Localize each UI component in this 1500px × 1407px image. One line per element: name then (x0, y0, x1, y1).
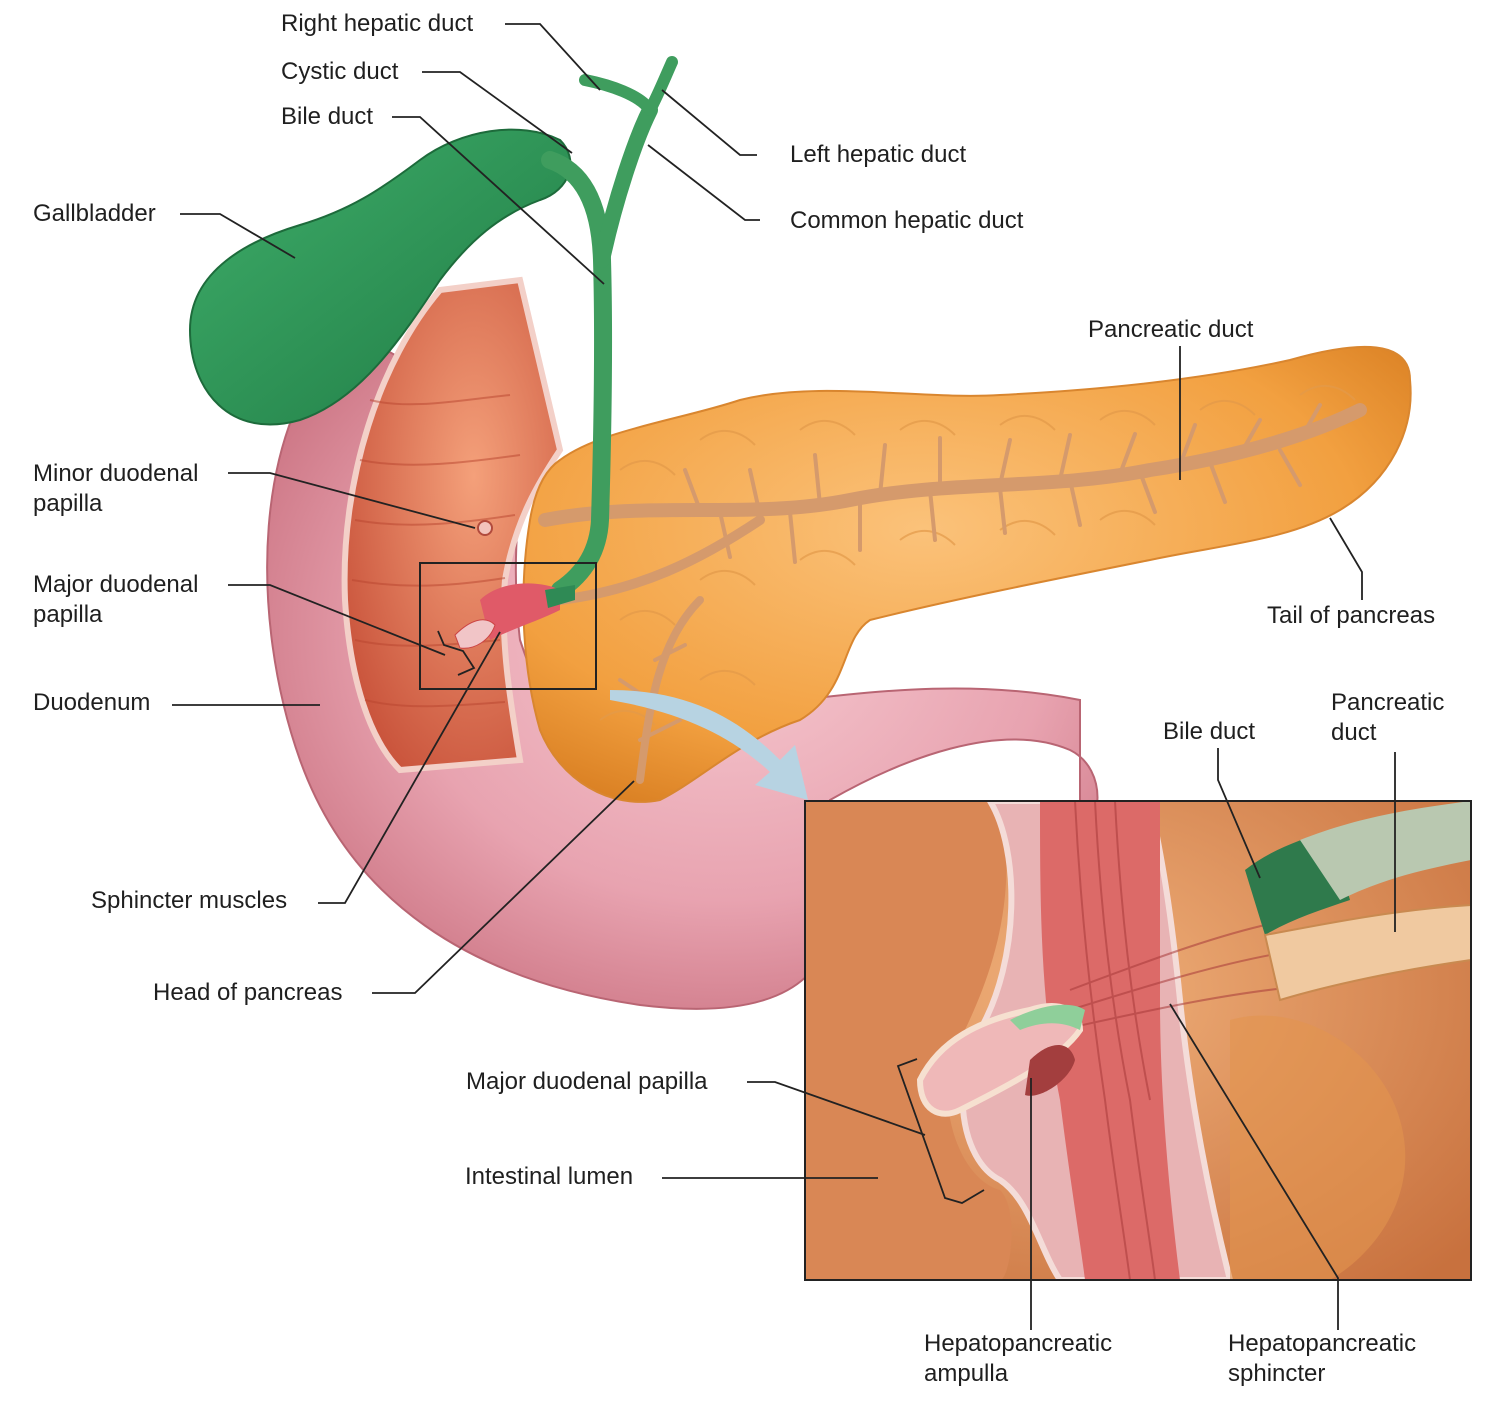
label-intestinal-lumen: Intestinal lumen (465, 1162, 633, 1192)
label-common-hepatic-duct: Common hepatic duct (790, 206, 1023, 236)
label-cystic-duct: Cystic duct (281, 57, 398, 87)
label-tail-of-pancreas: Tail of pancreas (1267, 601, 1435, 631)
label-bile-duct: Bile duct (281, 102, 373, 132)
label-inset-bile-duct: Bile duct (1163, 717, 1255, 747)
label-sphincter-muscles: Sphincter muscles (91, 886, 287, 916)
inset-illustration (805, 801, 1471, 1280)
label-left-hepatic-duct: Left hepatic duct (790, 140, 966, 170)
label-inset-major-duodenal-papilla: Major duodenal papilla (466, 1067, 708, 1097)
label-gallbladder: Gallbladder (33, 199, 156, 229)
label-right-hepatic-duct: Right hepatic duct (281, 9, 473, 39)
label-head-of-pancreas: Head of pancreas (153, 978, 342, 1008)
label-pancreatic-duct: Pancreatic duct (1088, 315, 1253, 345)
label-duodenum: Duodenum (33, 688, 150, 718)
